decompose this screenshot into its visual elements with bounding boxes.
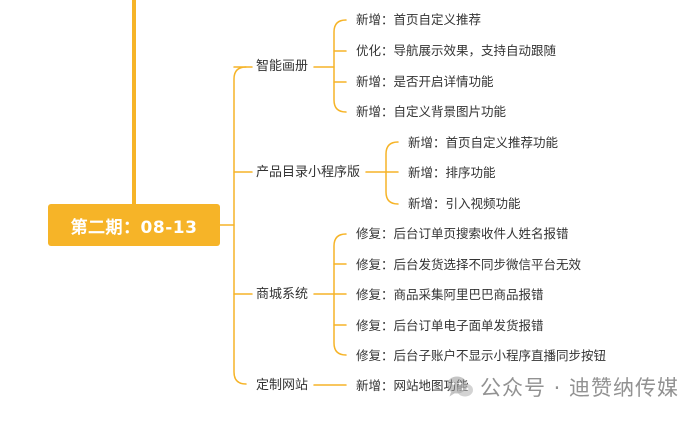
branch-custom-website[interactable]: 定制网站 — [255, 378, 310, 394]
leaf-item[interactable]: 新增：排序功能 — [408, 165, 496, 180]
leaf-item[interactable]: 优化：导航展示效果，支持自动跟随 — [356, 43, 557, 58]
leaf-item[interactable]: 新增：是否开启详情功能 — [356, 74, 494, 89]
leaf-item[interactable]: 修复：后台订单电子面单发货报错 — [356, 318, 544, 333]
leaf-item[interactable]: 新增：自定义背景图片功能 — [356, 104, 507, 119]
leaf-item[interactable]: 新增：引入视频功能 — [408, 196, 521, 211]
leaf-spine — [385, 141, 399, 205]
branch-smart-album[interactable]: 智能画册 — [255, 59, 310, 75]
branch-product-catalog[interactable]: 产品目录小程序版 — [255, 165, 362, 181]
leaf-item[interactable]: 修复：后台子账户不显示小程序直播同步按钮 — [356, 348, 607, 363]
branch-mall-system[interactable]: 商城系统 — [255, 287, 310, 303]
root-node[interactable]: 第二期：08-13 — [48, 204, 220, 246]
leaf-item[interactable]: 修复：商品采集阿里巴巴商品报错 — [356, 287, 544, 302]
leaf-item[interactable]: 新增：网站地图功能 — [356, 378, 469, 393]
root-label: 第二期：08-13 — [70, 217, 198, 238]
leaf-item[interactable]: 修复：后台订单页搜索收件人姓名报错 — [356, 226, 569, 241]
leaf-item[interactable]: 新增：首页自定义推荐 — [356, 12, 482, 27]
watermark: 公众号 · 迪赞纳传媒 — [446, 372, 679, 402]
leaf-spine — [333, 19, 347, 113]
main-spine — [233, 66, 247, 385]
leaf-item[interactable]: 新增：首页自定义推荐功能 — [408, 135, 559, 150]
wechat-icon — [446, 375, 474, 399]
leaf-item[interactable]: 修复：后台发货选择不同步微信平台无效 — [356, 257, 582, 272]
watermark-text: 公众号 · 迪赞纳传媒 — [480, 376, 680, 400]
